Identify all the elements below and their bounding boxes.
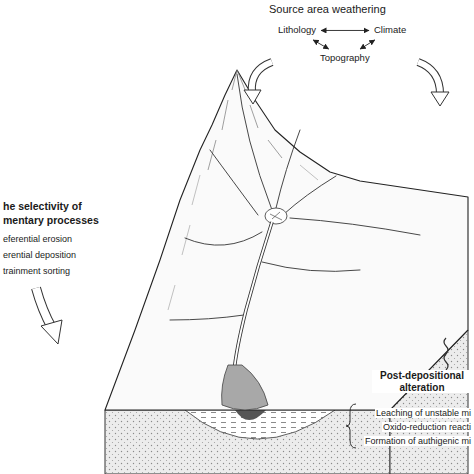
stream — [210, 150, 258, 215]
relief-hatching — [168, 165, 318, 310]
mountain-surface — [105, 70, 468, 410]
main-river — [234, 222, 272, 372]
factor-text: Lithology — [278, 25, 316, 36]
arrow-shaft — [36, 288, 52, 328]
stream — [290, 218, 420, 235]
arrow-shaft — [418, 62, 440, 94]
braided-channel — [265, 208, 287, 224]
process-note: Leaching of unstable mi — [375, 408, 472, 418]
arrow-head — [41, 320, 62, 344]
stream — [284, 176, 336, 214]
stream — [237, 74, 272, 210]
main-river — [234, 222, 272, 372]
process-arrow — [36, 288, 62, 344]
basin-fill — [185, 410, 335, 439]
arrow-shaft — [252, 62, 272, 92]
weathering-profile — [444, 338, 448, 370]
stream — [276, 130, 300, 208]
factor-text: Topography — [320, 53, 370, 64]
process-note: erential deposition — [2, 250, 77, 260]
arrow-shaft — [36, 288, 52, 328]
heading-label: Post-depositional alteration — [372, 370, 472, 393]
factor-label: Climate — [372, 24, 408, 37]
heading-label: he selectivity of — [2, 200, 83, 212]
arrow-shaft — [252, 62, 272, 92]
bracket — [346, 404, 356, 448]
influence-arrow — [313, 40, 329, 49]
heading-label: mentary processes — [2, 214, 100, 226]
influence-arrow — [321, 30, 369, 31]
arrow-shaft — [418, 62, 440, 94]
stream-network — [170, 74, 420, 320]
process-note: Oxido-reduction reacti — [382, 422, 472, 432]
front-face-texture — [105, 410, 390, 474]
stream — [170, 315, 244, 320]
process-arrow — [244, 62, 272, 104]
factor-label: Topography — [318, 52, 372, 65]
arrow-head — [431, 92, 449, 106]
factor-label: Lithology — [276, 24, 318, 37]
delta-fan — [222, 365, 268, 410]
factor-text: Climate — [374, 25, 406, 36]
process-arrow — [418, 62, 449, 106]
braided-channel — [270, 212, 282, 220]
connector-group — [313, 30, 375, 49]
process-note: trainment sorting — [2, 266, 71, 276]
influence-arrow — [360, 40, 375, 49]
process-note: Formation of authigenic mi — [364, 436, 472, 446]
stream — [262, 262, 360, 271]
heading-label: Source area weathering — [268, 3, 387, 16]
deposit-body — [235, 410, 266, 420]
basin-sediment — [185, 410, 335, 439]
process-note: eferential erosion — [2, 234, 73, 244]
arrow-head — [244, 90, 261, 104]
stream — [185, 232, 262, 245]
front-face — [105, 410, 390, 474]
